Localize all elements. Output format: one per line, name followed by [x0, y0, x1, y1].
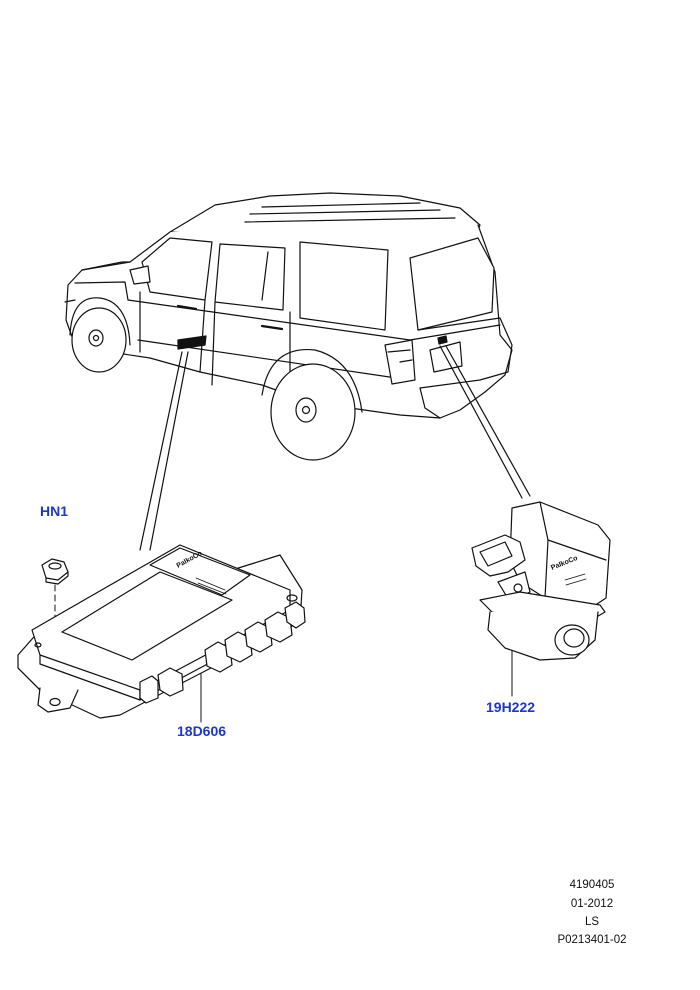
vehicle-illustration — [64, 192, 513, 461]
callout-module: 18D606 — [177, 723, 227, 739]
illustration-author: LS — [584, 916, 600, 928]
module-connectors — [139, 601, 306, 704]
illustration-date: 01-2012 — [570, 898, 614, 910]
hex-nut — [41, 558, 69, 585]
callout-nut: HN1 — [40, 503, 69, 519]
parking-aid-module: PaIkoCo — [17, 544, 306, 719]
callout-sensor: 19H222 — [486, 699, 536, 715]
illustration-reference: P0213401-02 — [557, 934, 627, 946]
parking-sensor: PaIkoCo — [471, 501, 611, 661]
illustration-code: 4190405 — [569, 879, 615, 891]
